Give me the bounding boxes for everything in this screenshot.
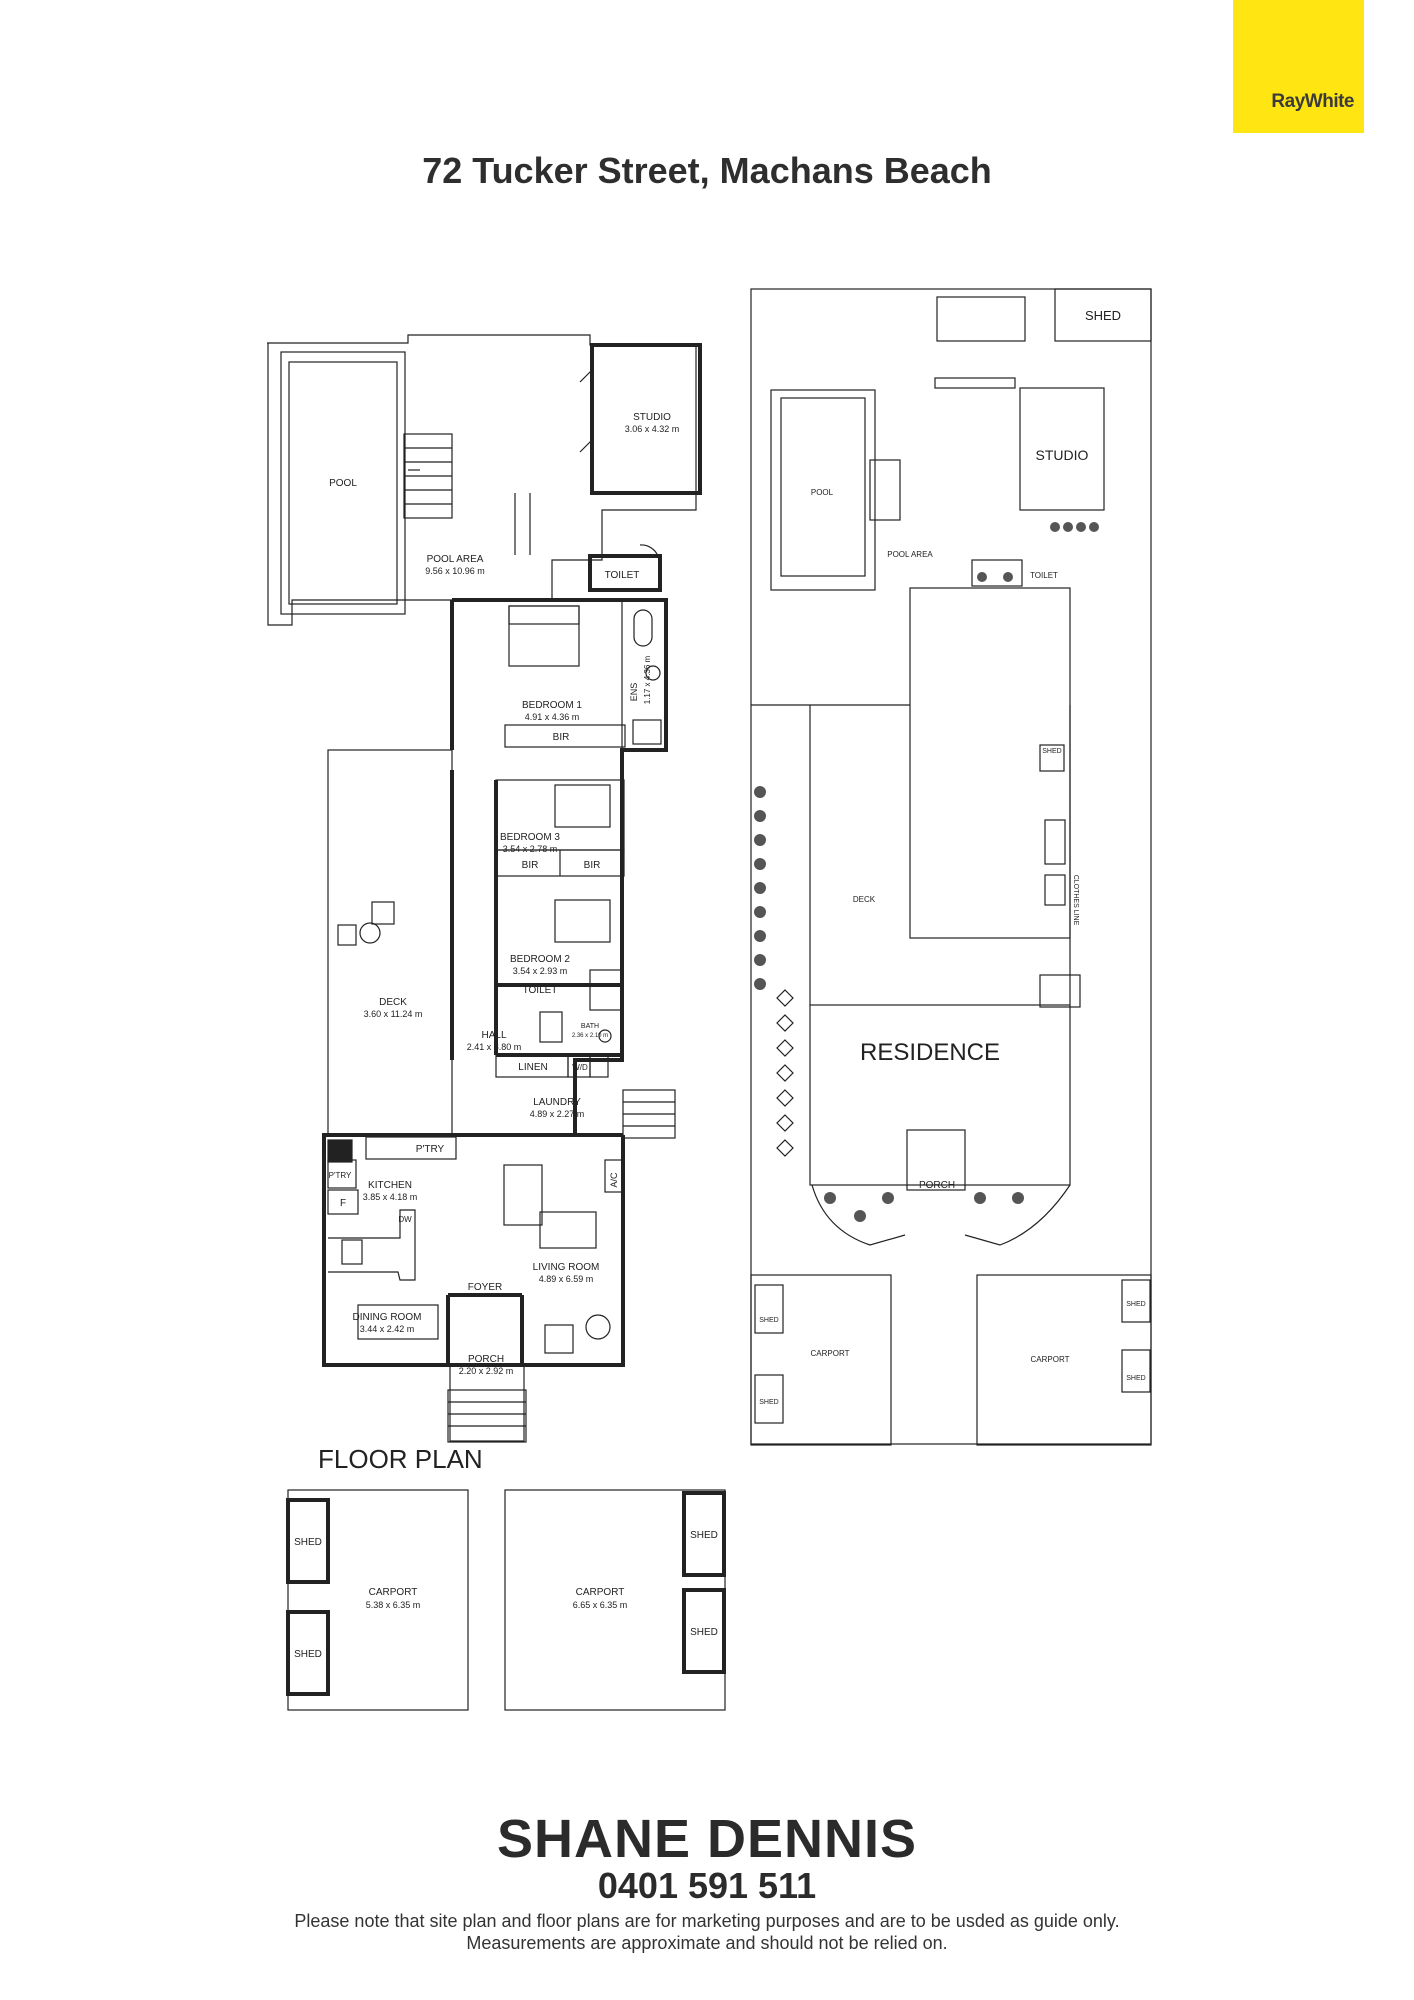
house-outline [322, 598, 668, 1367]
fp-living-dim: 4.89 x 6.59 m [539, 1274, 594, 1284]
deck-area [327, 749, 453, 1136]
fp-hall-dim: 2.41 x 8.80 m [467, 1042, 522, 1052]
fp-bir-3: BIR [584, 860, 601, 871]
fp-fridge-label: F [340, 1198, 346, 1209]
sp-pool: POOL [811, 488, 834, 497]
sp-pool-area: POOL AREA [887, 550, 933, 559]
floor-plan-heading: FLOOR PLAN [318, 1444, 483, 1474]
fp-bir-1: BIR [553, 732, 570, 743]
property-address-title: 72 Tucker Street, Machans Beach [422, 150, 992, 191]
sp-shed-top: SHED [1085, 308, 1121, 323]
fp-pantry-small: P'TRY [329, 1171, 352, 1180]
fp-bedroom3-label: BEDROOM 3 [500, 832, 560, 843]
fp-ens-label: ENS [629, 683, 639, 702]
sp-residence: RESIDENCE [860, 1039, 1000, 1066]
fp-living-label: LIVING ROOM [533, 1262, 600, 1273]
fp-bedroom1-dim: 4.91 x 4.36 m [525, 712, 580, 722]
fp-dining-label: DINING ROOM [353, 1312, 422, 1323]
sp-deck: DECK [853, 895, 876, 904]
fp-porch-dim: 2.20 x 2.92 m [459, 1366, 514, 1376]
fp-pool-label: POOL [329, 478, 357, 489]
fp-deck-dim: 3.60 x 11.24 m [364, 1009, 423, 1019]
fp-pool-area-label: POOL AREA [427, 554, 484, 565]
fp-bedroom3-dim: 3.54 x 2.78 m [503, 844, 558, 854]
fp-kitchen-dim: 3.85 x 4.18 m [363, 1192, 418, 1202]
fp-pantry-label: P'TRY [416, 1144, 445, 1155]
fp-ens-dim: 1.17 x 4.36 m [643, 655, 652, 704]
fp-ac-label: A/C [609, 1172, 619, 1188]
sp-shed-side: SHED [1042, 748, 1061, 755]
carport-right-shed-b: SHED [690, 1627, 718, 1638]
fp-kitchen-label: KITCHEN [368, 1180, 412, 1191]
fp-hall-label: HALL [481, 1030, 506, 1041]
fp-bedroom2-dim: 3.54 x 2.93 m [513, 966, 568, 976]
sp-carport-left: CARPORT [811, 1349, 850, 1358]
site-plan [750, 288, 1152, 1446]
disclaimer: Please note that site plan and floor pla… [0, 1910, 1414, 1954]
carport-left-label: CARPORT [369, 1587, 418, 1598]
carport-left-shed-b: SHED [294, 1649, 322, 1660]
disclaimer-line-2: Measurements are approximate and should … [466, 1933, 948, 1953]
sp-toilet: TOILET [1030, 571, 1058, 580]
fp-wd-label: W/D [572, 1063, 588, 1072]
carports-plan [286, 1489, 726, 1711]
fp-toilet2-label: TOILET [523, 985, 558, 996]
pool-area-outline [267, 334, 697, 626]
fp-bedroom2-label: BEDROOM 2 [510, 954, 570, 965]
fp-bir-2: BIR [522, 860, 539, 871]
fp-studio-label: STUDIO [633, 412, 671, 423]
floor-plan [267, 334, 702, 1443]
carport-left-shed-a: SHED [294, 1537, 322, 1548]
sp-shed-l2: SHED [759, 1399, 778, 1406]
fp-linen-label: LINEN [518, 1062, 547, 1073]
fp-toilet-label: TOILET [605, 570, 640, 581]
fp-studio-dim: 3.06 x 4.32 m [625, 424, 680, 434]
fp-bath-dim: 2.36 x 2.10 m [572, 1033, 608, 1039]
carport-right-shed-a: SHED [690, 1530, 718, 1541]
sp-carport-right: CARPORT [1031, 1355, 1070, 1364]
agent-phone: 0401 591 511 [597, 1865, 817, 1906]
studio-room [590, 343, 702, 495]
fp-foyer-label: FOYER [468, 1282, 502, 1293]
sp-clothes-line: CLOTHES LINE [1072, 875, 1079, 926]
fp-pool-area-dim: 9.56 x 10.96 m [425, 566, 485, 576]
fp-bath-label: BATH [581, 1023, 599, 1030]
fp-dining-dim: 3.44 x 2.42 m [360, 1324, 415, 1334]
logo-text: RayWhite [1271, 91, 1354, 112]
sp-shed-l1: SHED [759, 1317, 778, 1324]
garden-plants [754, 522, 1099, 1222]
fp-porch-label: PORCH [468, 1354, 504, 1365]
disclaimer-line-1: Please note that site plan and floor pla… [294, 1911, 1120, 1931]
fp-dw-label: DW [398, 1215, 412, 1224]
fp-bedroom1-label: BEDROOM 1 [522, 700, 582, 711]
sp-porch: PORCH [919, 1180, 955, 1191]
sp-shed-r1: SHED [1126, 1301, 1145, 1308]
fp-laundry-dim: 4.89 x 2.27 m [530, 1109, 585, 1119]
carport-right-dim: 6.65 x 6.35 m [573, 1600, 628, 1610]
outbuilding-toilet [588, 554, 662, 592]
pool [280, 351, 406, 615]
ray-white-logo: RayWhite [1233, 0, 1364, 133]
fp-laundry-label: LAUNDRY [533, 1097, 581, 1108]
carport-right-label: CARPORT [576, 1587, 625, 1598]
agent-name: SHANE DENNIS [496, 1809, 918, 1869]
sp-shed-r2: SHED [1126, 1375, 1145, 1382]
carport-left-dim: 5.38 x 6.35 m [366, 1600, 421, 1610]
fp-deck-label: DECK [379, 997, 407, 1008]
sp-studio: STUDIO [1036, 447, 1089, 463]
